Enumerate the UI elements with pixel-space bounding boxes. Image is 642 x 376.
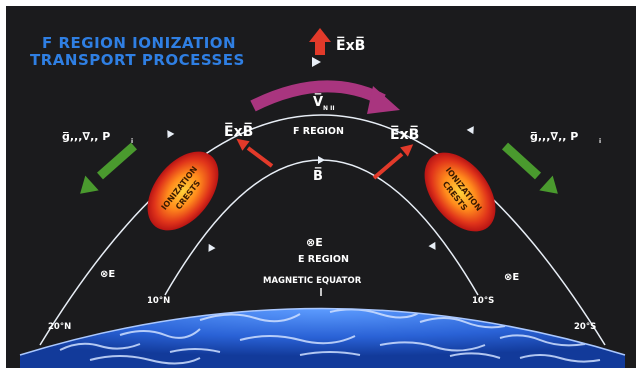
earth bbox=[19, 307, 626, 368]
f-region-label: F REGION bbox=[293, 126, 344, 137]
ionization-crest-right: IONIZATION CRESTS bbox=[424, 152, 496, 232]
b-field-label: B̅ bbox=[313, 169, 323, 184]
lat-10n: 10°N bbox=[147, 296, 170, 306]
gravity-sub-left: i bbox=[131, 138, 133, 145]
gravity-arrow-right bbox=[501, 142, 558, 194]
lat-20n: 20°N bbox=[48, 322, 71, 332]
ionization-crest-left: IONIZATION CRESTS bbox=[147, 151, 219, 231]
v-parallel-label: V̅ bbox=[313, 95, 323, 110]
exb-label-top: E̅xB̅ bbox=[336, 35, 365, 54]
e-region-label: E REGION bbox=[298, 254, 349, 265]
inner-field-arrow-right bbox=[428, 241, 436, 250]
outer-field-line bbox=[39, 57, 606, 346]
title-line2: TRANSPORT PROCESSES bbox=[30, 51, 245, 69]
v-parallel-subscript: N II bbox=[323, 105, 335, 112]
background bbox=[6, 6, 636, 368]
gravity-sub-right: i bbox=[599, 138, 601, 145]
exb-arrow-top bbox=[309, 28, 331, 55]
title-line1: F REGION IONIZATION bbox=[42, 34, 236, 52]
inner-field-arrow-left bbox=[208, 243, 216, 252]
outer-field-arrow-right bbox=[466, 126, 474, 135]
outer-field-arrow-left bbox=[167, 130, 175, 139]
gravity-arrow-left bbox=[80, 142, 137, 194]
e-marker-right: ⊗E bbox=[504, 272, 519, 283]
parallel-drift-arrow bbox=[250, 80, 400, 114]
exb-label-left: E̅xB̅ bbox=[224, 121, 253, 140]
e-marker-left: ⊗E bbox=[100, 269, 115, 280]
inner-field-line bbox=[164, 156, 479, 296]
exb-arrow-right bbox=[372, 144, 414, 180]
lat-10s: 10°S bbox=[472, 296, 494, 306]
inner-field-arrow-top bbox=[318, 156, 325, 164]
gravity-label-left: g̅,,,∇,, P bbox=[62, 130, 110, 143]
outer-field-arrow-top bbox=[312, 57, 321, 67]
gravity-label-right: g̅,,,∇,, P bbox=[530, 130, 578, 143]
e-region-symbol: ⊗E bbox=[306, 236, 323, 249]
earth-swirls bbox=[59, 308, 601, 365]
exb-label-right: E̅xB̅ bbox=[390, 124, 419, 143]
exb-arrow-left bbox=[236, 138, 274, 168]
magnetic-equator-label: MAGNETIC EQUATOR bbox=[263, 276, 362, 286]
lat-20s: 20°S bbox=[574, 322, 596, 332]
